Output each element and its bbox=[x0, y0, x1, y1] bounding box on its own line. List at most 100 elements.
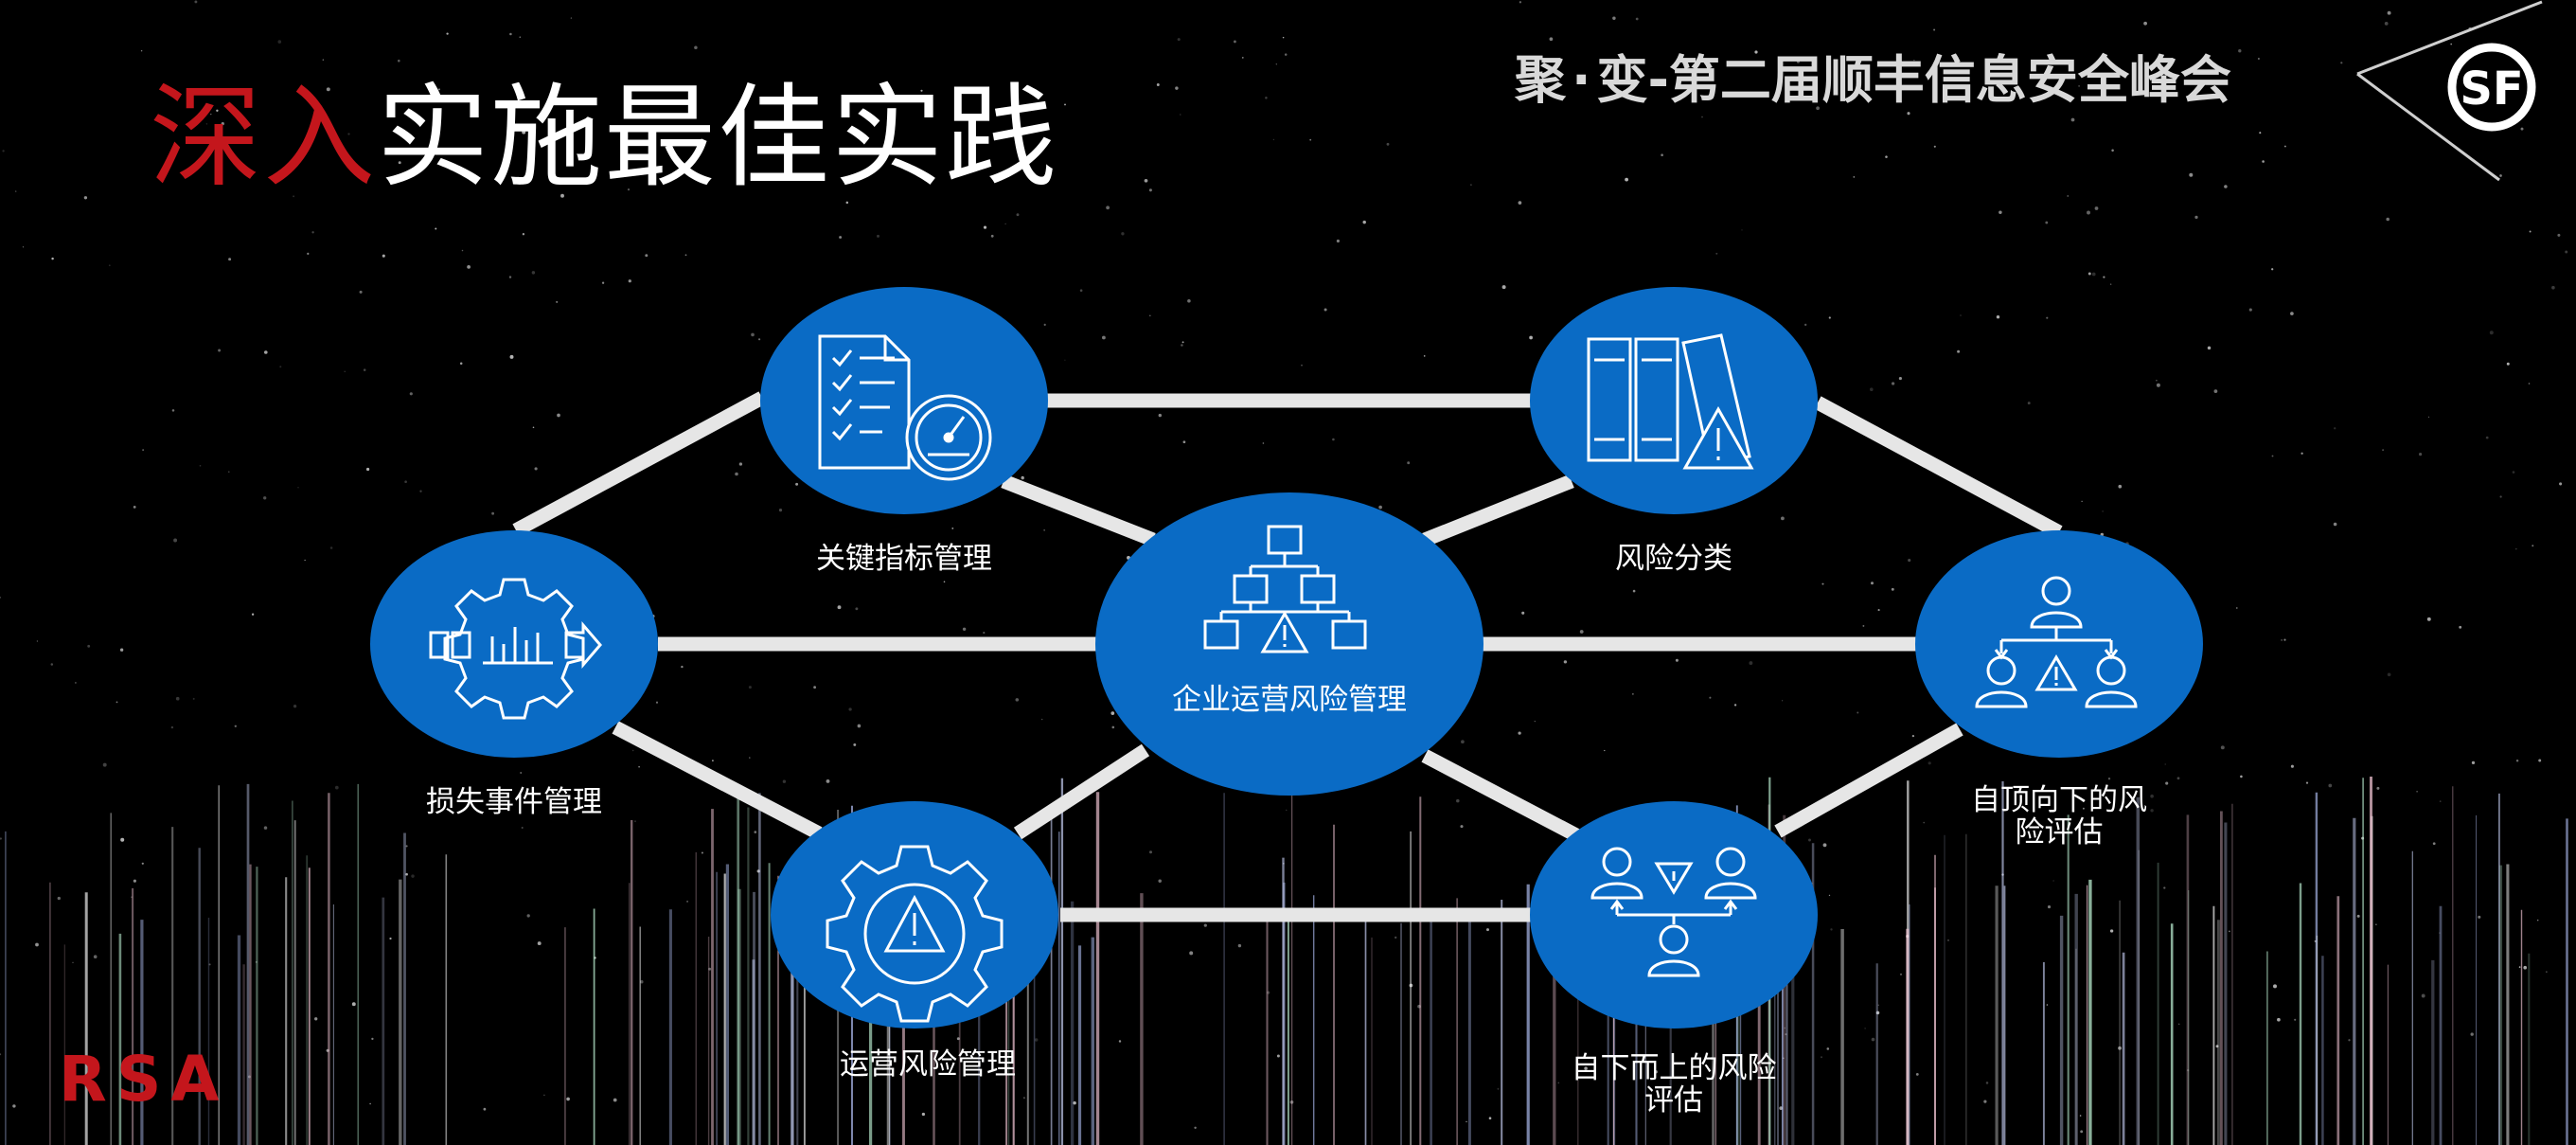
star bbox=[2164, 763, 2166, 765]
star bbox=[141, 862, 144, 865]
star bbox=[50, 663, 54, 666]
star bbox=[681, 665, 684, 669]
star bbox=[280, 176, 282, 179]
star bbox=[1923, 821, 1926, 824]
star bbox=[1710, 1057, 1714, 1060]
star bbox=[2499, 174, 2502, 177]
star bbox=[1470, 184, 1472, 187]
star bbox=[1386, 142, 1390, 146]
star bbox=[405, 872, 408, 876]
star bbox=[920, 89, 923, 92]
star bbox=[483, 1107, 487, 1111]
star bbox=[93, 955, 98, 959]
org-chart-warning-icon bbox=[1203, 525, 1367, 653]
star bbox=[1915, 1073, 1919, 1076]
star bbox=[1336, 239, 1340, 243]
star bbox=[2459, 625, 2462, 629]
star bbox=[509, 354, 514, 359]
star bbox=[1803, 323, 1807, 327]
star bbox=[1877, 609, 1880, 612]
star bbox=[2262, 160, 2265, 163]
star bbox=[2290, 764, 2294, 768]
star bbox=[279, 366, 282, 368]
star bbox=[1741, 229, 1743, 231]
star bbox=[795, 482, 799, 486]
star bbox=[1796, 60, 1800, 63]
star bbox=[2333, 522, 2337, 527]
star bbox=[1933, 28, 1936, 31]
star bbox=[509, 32, 512, 36]
star bbox=[2213, 389, 2218, 393]
star bbox=[2301, 452, 2303, 455]
star bbox=[2386, 217, 2389, 222]
star bbox=[2538, 759, 2542, 762]
star bbox=[1324, 308, 1327, 312]
star bbox=[344, 370, 346, 372]
node-label: 关键指标管理 bbox=[816, 542, 992, 576]
star bbox=[778, 509, 783, 512]
edge-ops-center bbox=[1013, 743, 1150, 840]
star bbox=[1828, 894, 1831, 897]
star bbox=[1187, 299, 1191, 303]
star bbox=[758, 338, 761, 341]
star bbox=[2271, 455, 2274, 457]
star bbox=[2109, 929, 2114, 933]
star bbox=[1781, 700, 1784, 702]
star bbox=[983, 225, 987, 229]
star bbox=[2165, 781, 2169, 785]
star bbox=[2528, 383, 2531, 385]
star bbox=[921, 1112, 926, 1117]
star bbox=[1957, 349, 1961, 353]
node-loss: 损失事件管理 bbox=[370, 530, 658, 819]
star bbox=[334, 785, 339, 790]
star bbox=[170, 725, 174, 729]
star bbox=[1148, 314, 1151, 317]
star bbox=[1871, 1037, 1875, 1042]
star bbox=[228, 258, 232, 261]
star bbox=[813, 686, 816, 689]
star bbox=[1034, 1038, 1039, 1042]
star bbox=[1709, 696, 1712, 699]
star bbox=[1237, 943, 1242, 948]
star bbox=[521, 826, 524, 830]
star bbox=[359, 290, 363, 294]
star bbox=[2235, 607, 2238, 609]
star bbox=[2248, 308, 2252, 312]
star bbox=[708, 967, 712, 971]
star bbox=[1275, 63, 1277, 65]
star bbox=[1144, 178, 1148, 183]
star bbox=[1999, 210, 2002, 215]
star bbox=[1877, 1004, 1879, 1006]
star bbox=[2, 150, 5, 152]
star bbox=[2046, 316, 2049, 319]
star bbox=[1821, 1056, 1822, 1059]
star bbox=[2238, 49, 2242, 53]
star bbox=[326, 87, 330, 92]
star bbox=[2387, 10, 2391, 15]
star bbox=[2419, 453, 2423, 456]
star bbox=[1309, 138, 1312, 141]
node-label-line1: 自顶向下的风 bbox=[1971, 783, 2147, 817]
star bbox=[712, 760, 714, 761]
gear-chart-icon bbox=[429, 578, 602, 720]
star bbox=[2046, 1004, 2049, 1006]
star bbox=[329, 546, 333, 549]
star bbox=[1156, 83, 1160, 86]
star bbox=[1301, 364, 1303, 367]
sf-logo: SF bbox=[2356, 0, 2543, 182]
star bbox=[83, 196, 88, 200]
star bbox=[51, 257, 54, 260]
star bbox=[199, 464, 202, 467]
node-label: 运营风险管理 bbox=[840, 1047, 1016, 1082]
star bbox=[1856, 711, 1859, 714]
star bbox=[2047, 905, 2052, 909]
star bbox=[537, 941, 542, 946]
star bbox=[2067, 195, 2069, 197]
star bbox=[845, 201, 849, 205]
star bbox=[2045, 221, 2049, 224]
star bbox=[1898, 377, 1902, 381]
star bbox=[2328, 783, 2333, 788]
edge-center-bottomup bbox=[1421, 749, 1580, 842]
star bbox=[218, 349, 222, 352]
star bbox=[255, 960, 258, 963]
